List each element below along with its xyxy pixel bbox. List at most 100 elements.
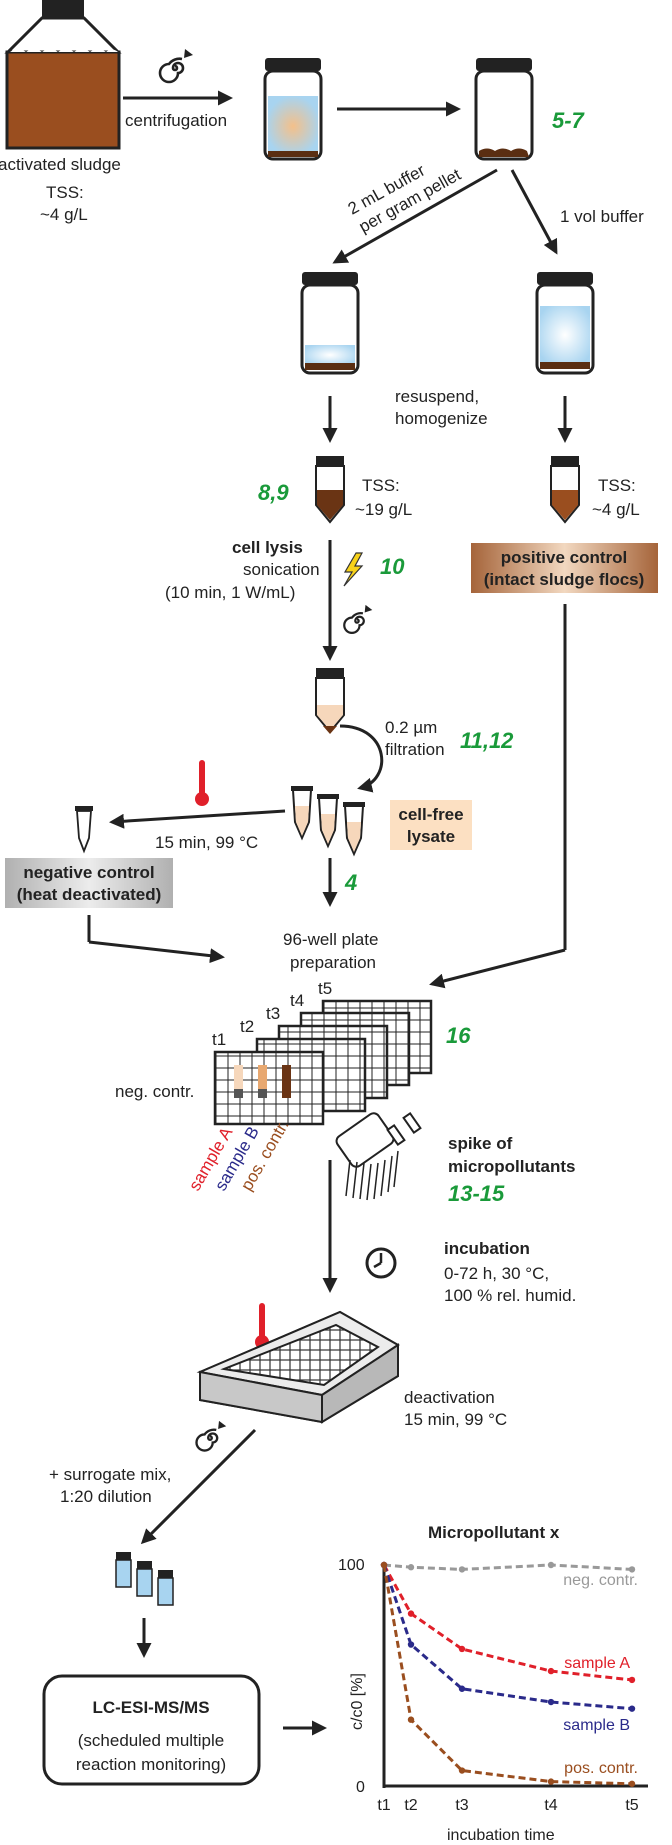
series-line-sample-b: [382, 1564, 633, 1711]
thermometer-icon-2: [255, 1303, 269, 1349]
lysis-tube-icon: [315, 456, 345, 524]
point-sample-b-t2: [407, 1641, 415, 1648]
cell-free-label: cell-free: [398, 805, 463, 824]
legend-neg-contr: neg. contr.: [563, 1572, 638, 1589]
centrifuge-icon: [158, 48, 195, 84]
arrow-to-positive-branch: [510, 169, 558, 255]
deactivation-label: deactivation: [404, 1388, 495, 1407]
x-tick-t3: t3: [455, 1797, 468, 1814]
pellet-bottle-icon: [474, 58, 534, 161]
point-sample-b-t3: [458, 1685, 466, 1692]
incubation-tray-icon: [196, 1310, 400, 1424]
arrow-to-negative: [109, 809, 286, 829]
step-4: 4: [344, 870, 357, 895]
cell-free-lysate-box: [390, 800, 472, 850]
point-pos-contr-t1: [380, 1561, 388, 1569]
step-10: 10: [380, 554, 405, 579]
buffer-bottle-icon: [535, 272, 595, 375]
lc-vials-icon: [115, 1552, 174, 1606]
arrow-positive-to-plate: [429, 948, 566, 989]
micropollutants-label: micropollutants: [448, 1157, 576, 1176]
step-5-7: 5-7: [552, 108, 586, 133]
negative-tube-icon: [75, 806, 93, 854]
x-tick-t2: t2: [404, 1797, 417, 1814]
micropollutant-chart: Micropollutant x 100 0 c/c0 [%] incubati…: [338, 1523, 648, 1844]
plate-label-t3: t3: [266, 1004, 280, 1023]
plate-prep-label-2: preparation: [290, 953, 376, 972]
centrifuge-icon-2: [343, 604, 374, 635]
point-pos-contr-t3: [458, 1767, 466, 1774]
legend-pos-contr: pos. contr.: [564, 1760, 638, 1777]
tss-label-1: TSS:: [46, 183, 84, 202]
thermometer-icon: [195, 760, 209, 806]
centrifuged-bottle-icon: [263, 58, 323, 161]
deactivation-params-label: 15 min, 99 °C: [404, 1410, 507, 1429]
lysate-label: lysate: [407, 827, 455, 846]
centrifuge-icon-3: [195, 1420, 228, 1452]
plate-label-t5: t5: [318, 979, 332, 998]
x-tick-t4: t4: [544, 1797, 557, 1814]
point-sample-a-t2: [407, 1610, 415, 1617]
arrow-to-lysis-branch: [332, 168, 498, 264]
point-pos-contr-t4: [547, 1778, 555, 1785]
incubation-humidity-label: 100 % rel. humid.: [444, 1286, 576, 1305]
step-13-15: 13-15: [448, 1181, 505, 1206]
buffer-1vol-label: 1 vol buffer: [560, 207, 644, 226]
surrogate-label: + surrogate mix,: [49, 1465, 171, 1484]
lcms-desc-1: (scheduled multiple: [78, 1731, 224, 1750]
point-sample-b-t5: [628, 1705, 636, 1712]
point-neg-contr-t2: [407, 1564, 415, 1571]
plate-label-t2: t2: [240, 1017, 254, 1036]
plate-t1: [213, 1050, 325, 1126]
series-line-neg-contr: [383, 1563, 633, 1571]
incubation-label: incubation: [444, 1239, 530, 1258]
filtration-tube-icon: [315, 668, 345, 734]
series-line-pos-contr: [382, 1564, 633, 1786]
legend-sample-a: sample A: [564, 1655, 630, 1672]
tss-value-3: ~4 g/L: [592, 500, 640, 519]
lysate-tubes-icon: [291, 786, 365, 857]
step-8-9: 8,9: [258, 480, 289, 505]
positive-control-box: [471, 543, 658, 593]
plate-stack: [213, 999, 433, 1126]
spike-label: spike of: [448, 1134, 513, 1153]
arrow-filtration: [339, 724, 384, 793]
lcms-box: [42, 1674, 261, 1786]
step-11-12: 11,12: [460, 728, 514, 753]
lcms-desc-2: reaction monitoring): [76, 1755, 226, 1774]
x-tick-t1: t1: [377, 1797, 390, 1814]
sludge-bottle-icon: [4, 0, 122, 150]
x-tick-t5: t5: [625, 1797, 638, 1814]
clock-icon: [365, 1247, 397, 1279]
tss-value-2: ~19 g/L: [355, 500, 412, 519]
chart-title: Micropollutant x: [428, 1523, 560, 1542]
step-16: 16: [446, 1023, 471, 1048]
pipette-icon: [335, 1111, 422, 1201]
plate-label-t1: t1: [212, 1030, 226, 1049]
point-pos-contr-t2: [407, 1716, 415, 1723]
incubation-params-label: 0-72 h, 30 °C,: [444, 1264, 549, 1283]
point-neg-contr-t4: [547, 1561, 555, 1569]
positive-tube-icon: [550, 456, 580, 524]
plate-label-t4: t4: [290, 991, 304, 1010]
point-sample-a-t4: [547, 1667, 555, 1675]
tss-value-1: ~4 g/L: [40, 205, 88, 224]
sonication-label: sonication: [243, 560, 320, 579]
sonication-params-label: (10 min, 1 W/mL): [165, 583, 295, 602]
lcms-title: LC-ESI-MS/MS: [92, 1698, 209, 1717]
arrow-to-vials: [140, 1428, 257, 1545]
point-neg-contr-t5: [628, 1566, 636, 1573]
series-line-sample-a: [382, 1564, 633, 1682]
negative-control-box: [5, 858, 173, 908]
cell-lysis-label: cell lysis: [232, 538, 303, 557]
activated-sludge-label: activated sludge: [0, 155, 121, 174]
homogenize-label: homogenize: [395, 409, 488, 428]
point-sample-a-t5: [628, 1676, 636, 1684]
x-axis-label: incubation time: [447, 1827, 555, 1844]
y-axis-label: c/c0 [%]: [349, 1673, 366, 1730]
y-tick-100: 100: [338, 1557, 365, 1574]
positive-control-subtitle: (intact sludge flocs): [484, 570, 645, 589]
filtration-label: filtration: [385, 740, 445, 759]
point-sample-a-t3: [458, 1645, 466, 1653]
